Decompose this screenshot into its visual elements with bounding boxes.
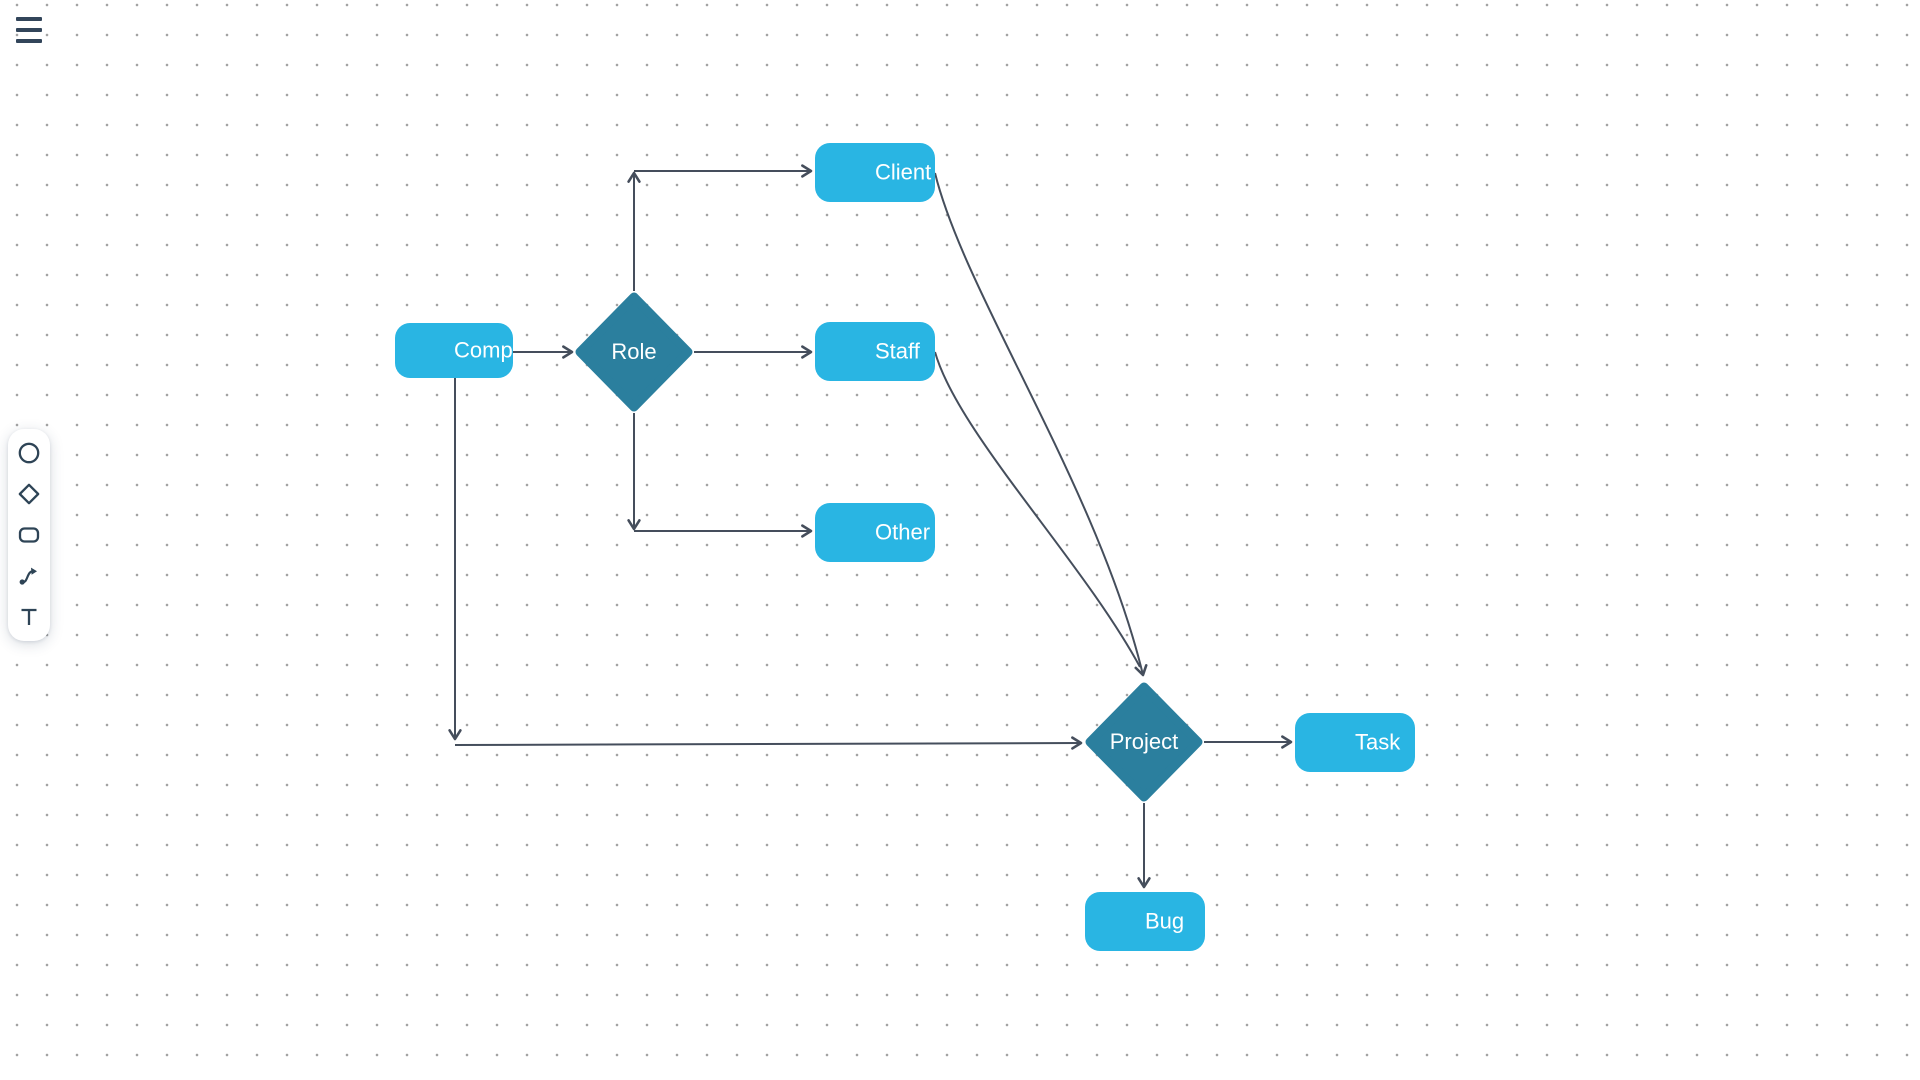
menu-bar — [16, 28, 42, 32]
node-project[interactable]: Project — [1085, 682, 1203, 802]
text-tool[interactable] — [16, 604, 42, 630]
diamond-tool[interactable] — [16, 481, 42, 507]
edge-client-project[interactable] — [934, 172, 1148, 677]
node-label: Company — [454, 337, 513, 363]
node-company[interactable]: Company — [395, 323, 513, 378]
node-label: Project — [1109, 729, 1179, 754]
node-bug[interactable]: Bug — [1085, 892, 1205, 951]
node-label: Other — [875, 519, 931, 545]
diamond-shape — [1085, 682, 1203, 802]
menu-bar — [16, 39, 42, 43]
circle-tool[interactable] — [16, 440, 42, 466]
node-role[interactable]: Role — [575, 292, 693, 412]
node-label: Client — [875, 159, 932, 185]
node-staff[interactable]: Staff — [815, 322, 935, 381]
tool-palette — [8, 429, 50, 641]
node-other[interactable]: Other — [815, 503, 935, 562]
node-client[interactable]: Client — [815, 143, 935, 202]
diamond-shape — [575, 292, 693, 412]
edge-staff-project[interactable] — [934, 351, 1141, 668]
circle-icon — [18, 442, 40, 464]
node-label: Bug — [1145, 908, 1185, 934]
diamond-icon — [18, 483, 40, 505]
node-label: Task — [1355, 729, 1401, 755]
rectangle-tool[interactable] — [16, 522, 42, 548]
node-task[interactable]: Task — [1295, 713, 1415, 772]
connector-arrow-icon — [19, 567, 37, 585]
rounded-rectangle-icon — [18, 527, 40, 543]
node-label: Role — [611, 339, 657, 364]
connector-tool[interactable] — [16, 563, 42, 589]
text-T-icon — [21, 608, 37, 625]
menu-bar — [16, 17, 42, 21]
node-label: Staff — [875, 338, 920, 364]
menu-icon[interactable] — [16, 16, 44, 44]
edge-company-project[interactable] — [454, 736, 1083, 750]
